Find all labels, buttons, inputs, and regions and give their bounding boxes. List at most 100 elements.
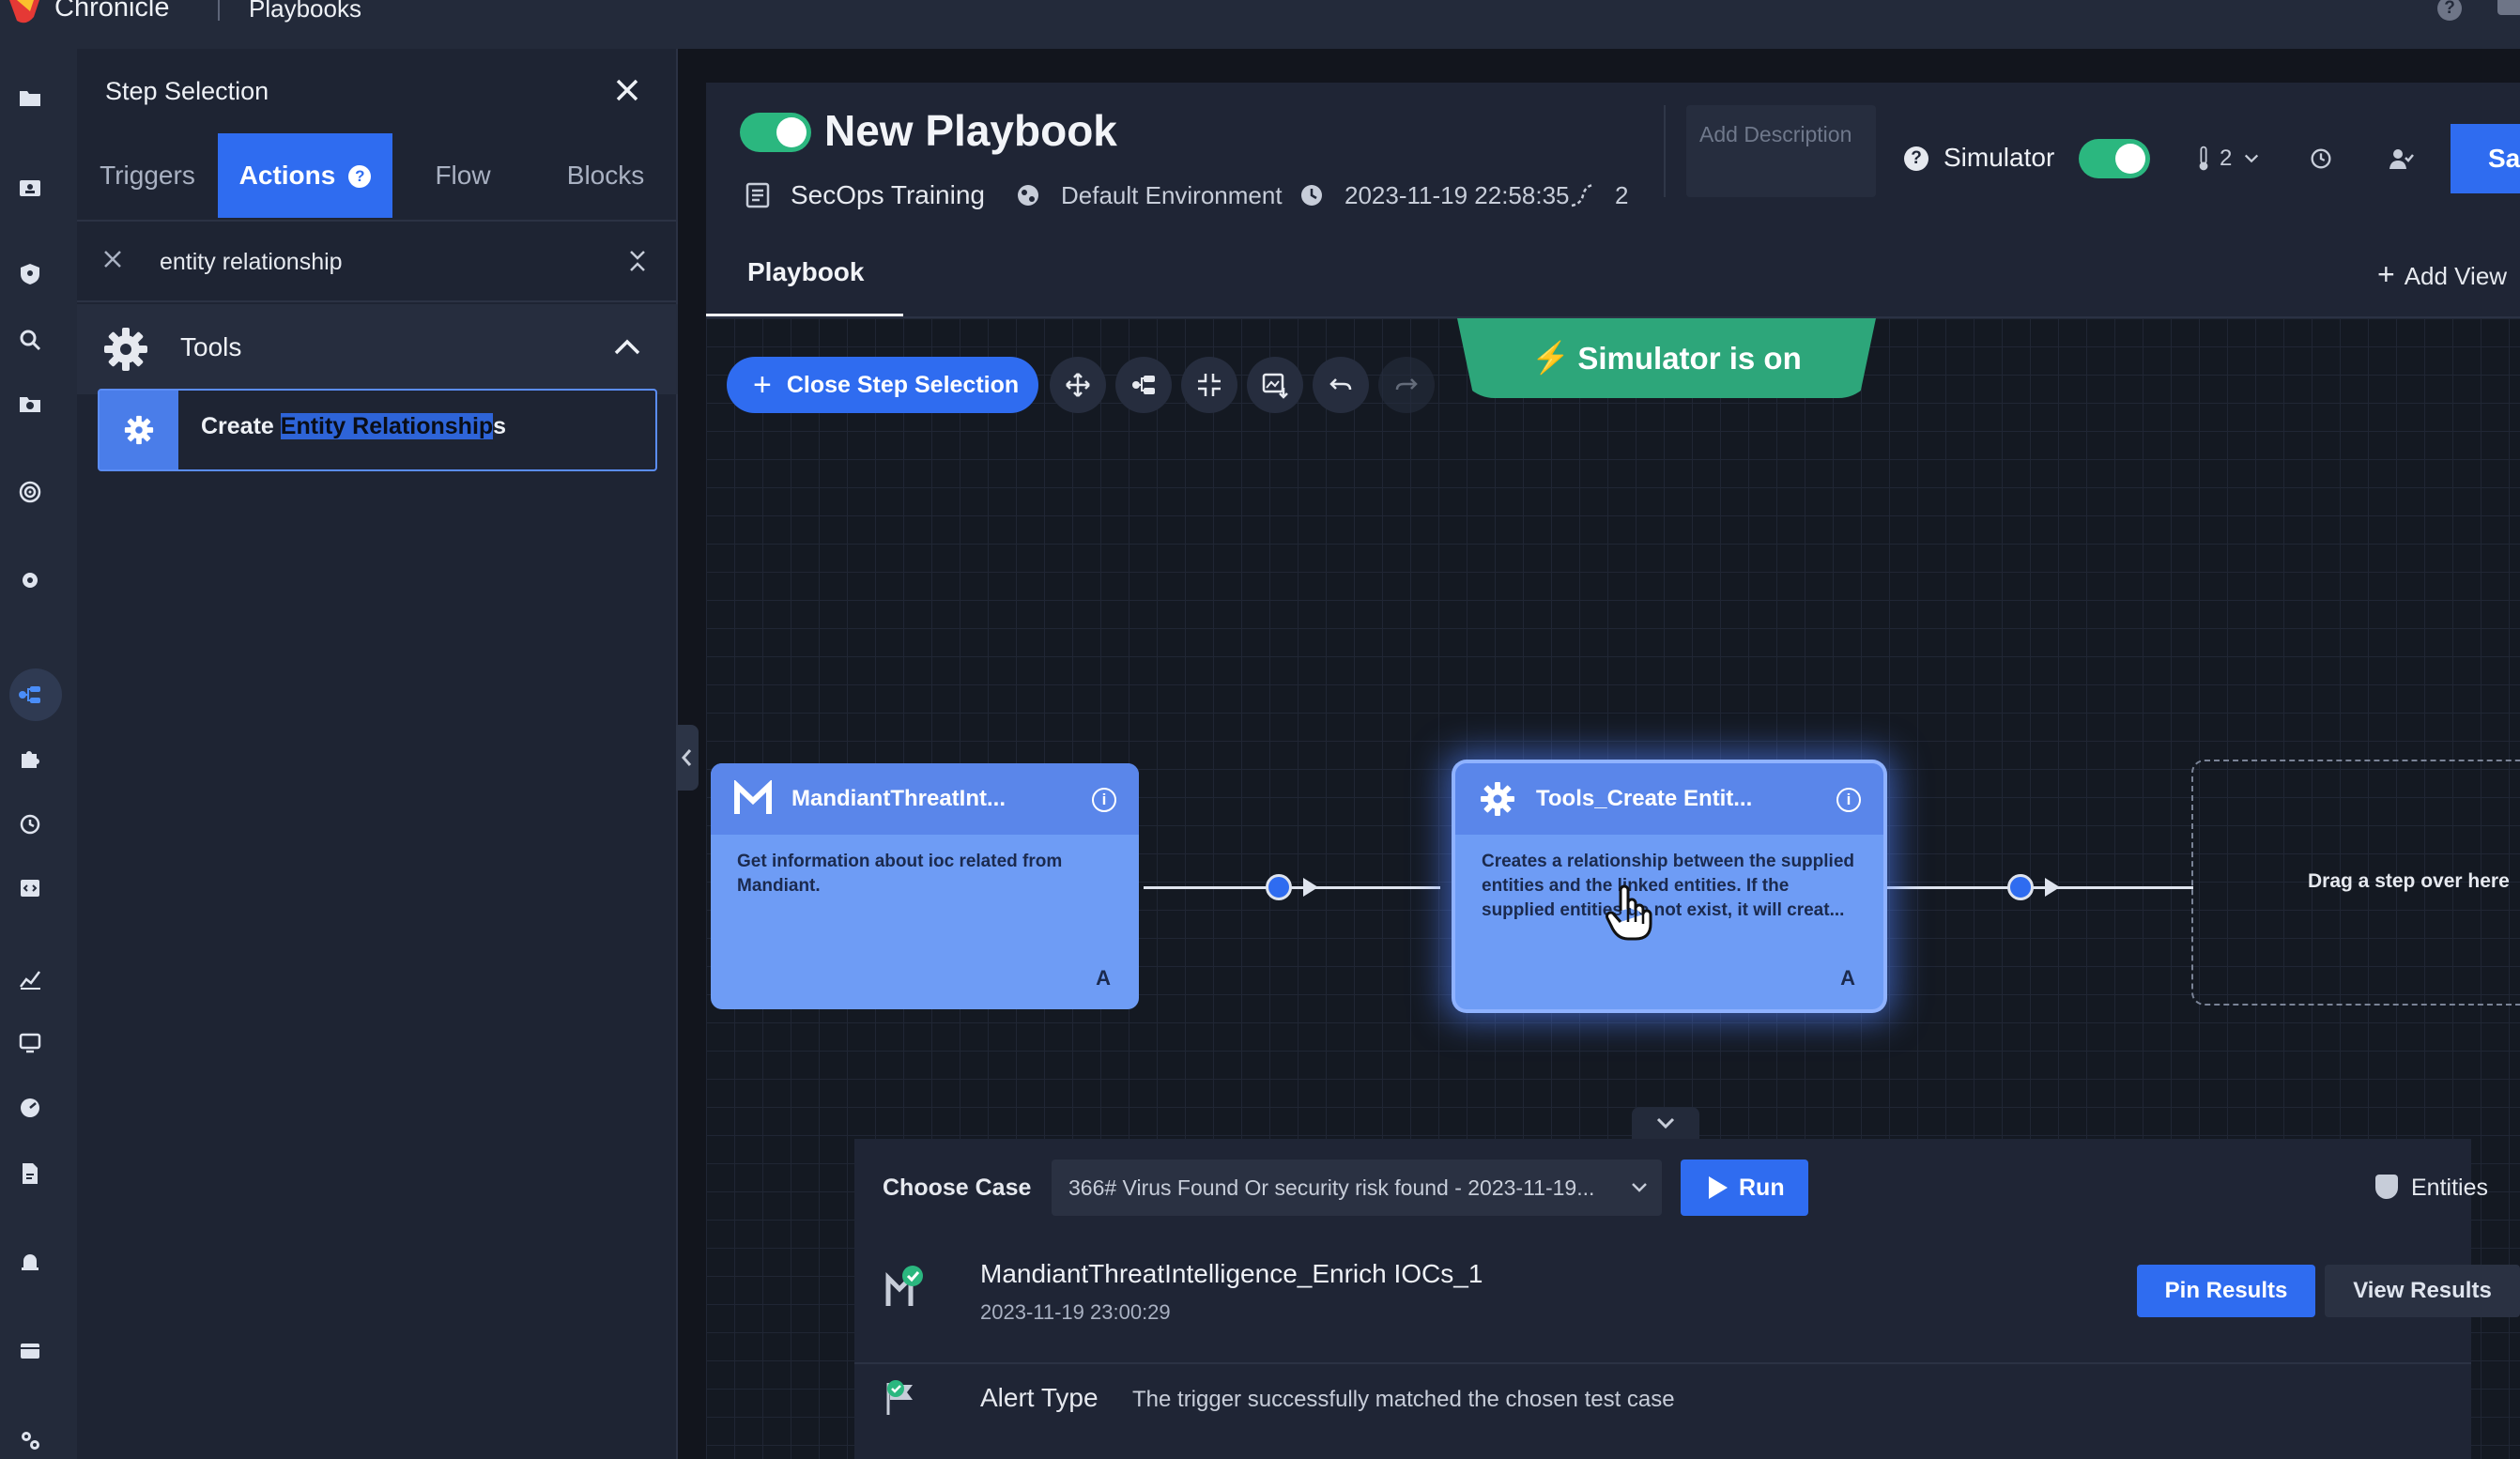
monitor-icon[interactable] bbox=[17, 1029, 43, 1055]
node-header: MandiantThreatInt... i bbox=[711, 763, 1139, 835]
steps-icon bbox=[1571, 183, 1593, 207]
settings-cog-icon[interactable] bbox=[17, 1427, 43, 1453]
group-label: Tools bbox=[180, 332, 242, 361]
info-icon[interactable]: i bbox=[1836, 788, 1861, 812]
playbook-steps: 2 bbox=[1568, 177, 1628, 214]
playbook-category[interactable]: SecOps Training bbox=[744, 177, 985, 214]
label-text: s bbox=[493, 413, 507, 439]
report-icon[interactable] bbox=[17, 1160, 43, 1187]
history-icon[interactable] bbox=[2308, 143, 2334, 175]
case-select[interactable]: 366# Virus Found Or security risk found … bbox=[1052, 1160, 1662, 1216]
chevron-down-icon bbox=[1632, 1183, 1647, 1192]
move-icon[interactable] bbox=[1050, 357, 1106, 413]
close-step-selection-button[interactable]: +Close Step Selection bbox=[727, 357, 1038, 413]
top-bar: Chronicle Playbooks ? bbox=[0, 0, 2520, 49]
entities-button[interactable]: Entities bbox=[2375, 1175, 2488, 1202]
search-icon[interactable] bbox=[17, 327, 43, 353]
edge-connector[interactable] bbox=[1266, 874, 1292, 900]
help-icon[interactable]: ? bbox=[1904, 146, 1928, 171]
view-results-button[interactable]: View Results bbox=[2325, 1265, 2520, 1317]
environment-text: Default Environment bbox=[1061, 180, 1283, 209]
puzzle-icon[interactable] bbox=[17, 745, 43, 772]
tab-flow[interactable]: Flow bbox=[392, 133, 533, 218]
edge-arrow bbox=[1303, 878, 1318, 897]
tab-triggers[interactable]: Triggers bbox=[77, 133, 218, 218]
gear-icon bbox=[104, 328, 147, 371]
id-card-icon[interactable] bbox=[17, 175, 43, 201]
playbook-canvas[interactable]: +Close Step Selection ⚡Simulator is on M… bbox=[706, 318, 2520, 1459]
user-icon[interactable] bbox=[2497, 0, 2520, 15]
globe-icon bbox=[1018, 185, 1038, 206]
redo-icon[interactable] bbox=[1378, 357, 1435, 413]
radar-icon[interactable] bbox=[17, 479, 43, 505]
gear-icon[interactable] bbox=[17, 567, 43, 593]
node-title: MandiantThreatInt... bbox=[791, 786, 1006, 811]
run-button[interactable]: Run bbox=[1681, 1160, 1808, 1216]
history-icon[interactable] bbox=[17, 811, 43, 837]
simulator-toggle[interactable] bbox=[2079, 139, 2150, 178]
gear-icon bbox=[1481, 782, 1514, 816]
simulation-panel-toggle[interactable] bbox=[1632, 1107, 1699, 1139]
node-badge: A bbox=[1096, 966, 1111, 990]
help-icon[interactable]: ? bbox=[348, 165, 372, 188]
store-icon[interactable] bbox=[17, 1337, 43, 1363]
edge-line bbox=[1144, 886, 1440, 889]
playbook-environment[interactable]: Default Environment bbox=[1014, 177, 1283, 214]
tab-playbook[interactable]: Playbook bbox=[747, 257, 865, 286]
header-border bbox=[706, 316, 2520, 318]
step-node-mandiant[interactable]: MandiantThreatInt... i Get information a… bbox=[711, 763, 1139, 1009]
simulation-panel: Choose Case 366# Virus Found Or security… bbox=[854, 1139, 2520, 1459]
undo-icon[interactable] bbox=[1313, 357, 1369, 413]
folder-icon[interactable] bbox=[17, 84, 43, 111]
clear-icon[interactable] bbox=[101, 248, 124, 270]
flow-icon[interactable] bbox=[1115, 357, 1172, 413]
app-title[interactable]: Chronicle bbox=[54, 0, 170, 23]
mandiant-m-icon bbox=[734, 780, 772, 814]
pin-results-button[interactable]: Pin Results bbox=[2137, 1265, 2315, 1317]
result-time: 2023-11-19 23:00:29 bbox=[980, 1300, 1171, 1324]
priority-selector[interactable]: 2 bbox=[2195, 143, 2260, 175]
plus-icon: + bbox=[753, 366, 772, 403]
image-export-icon[interactable] bbox=[1247, 357, 1303, 413]
tab-actions[interactable]: Actions? bbox=[218, 133, 392, 218]
step-dropzone[interactable]: Drag a step over here bbox=[2191, 760, 2520, 1006]
gauge-icon[interactable] bbox=[17, 1095, 43, 1121]
description-input[interactable]: Add Description bbox=[1686, 105, 1876, 197]
tab-blocks[interactable]: Blocks bbox=[533, 133, 678, 218]
collapse-panel-tab[interactable] bbox=[676, 725, 699, 791]
header-divider bbox=[1664, 105, 1666, 197]
shield-icon[interactable] bbox=[17, 261, 43, 287]
alert-message: The trigger successfully matched the cho… bbox=[1132, 1387, 1675, 1412]
simulator-banner: ⚡Simulator is on bbox=[1457, 318, 1876, 398]
edge-connector[interactable] bbox=[2007, 874, 2034, 900]
action-item-create-entity-relationships[interactable]: Create Entity Relationships bbox=[98, 389, 657, 471]
close-icon[interactable] bbox=[612, 75, 642, 105]
group-tools[interactable]: Tools bbox=[77, 304, 678, 394]
flag-check-icon bbox=[886, 1380, 913, 1415]
node-header: Tools_Create Entit... i bbox=[1455, 763, 1883, 835]
assign-user-icon[interactable] bbox=[2387, 143, 2415, 175]
label-text: Create bbox=[201, 413, 281, 439]
step-node-tools-create-entity[interactable]: Tools_Create Entit... i Creates a relati… bbox=[1455, 763, 1883, 1009]
compress-icon[interactable] bbox=[1181, 357, 1237, 413]
playbook-flow-icon[interactable] bbox=[17, 682, 43, 708]
playbook-enabled-toggle[interactable] bbox=[740, 113, 811, 152]
camera-folder-icon[interactable] bbox=[17, 391, 43, 417]
success-check-icon bbox=[885, 1266, 923, 1306]
help-icon[interactable]: ? bbox=[2437, 0, 2462, 21]
playbook-title[interactable]: New Playbook bbox=[824, 106, 1117, 155]
tab-label: Blocks bbox=[566, 161, 645, 190]
info-icon[interactable]: i bbox=[1092, 788, 1116, 812]
save-button[interactable]: Sa bbox=[2451, 124, 2520, 193]
chevron-up-icon[interactable] bbox=[612, 336, 642, 359]
collapse-all-icon[interactable] bbox=[627, 248, 648, 274]
add-view-button[interactable]: +Add View bbox=[2377, 257, 2507, 292]
code-icon[interactable] bbox=[17, 875, 43, 901]
search-input[interactable] bbox=[160, 240, 601, 284]
chart-icon[interactable] bbox=[17, 965, 43, 991]
panel-title: Step Selection bbox=[105, 77, 269, 105]
timestamp-text: 2023-11-19 22:58:35 bbox=[1345, 180, 1570, 209]
lightning-icon: ⚡ bbox=[1531, 340, 1571, 375]
bell-icon[interactable] bbox=[17, 1249, 43, 1275]
choose-case-label: Choose Case bbox=[883, 1175, 1032, 1201]
